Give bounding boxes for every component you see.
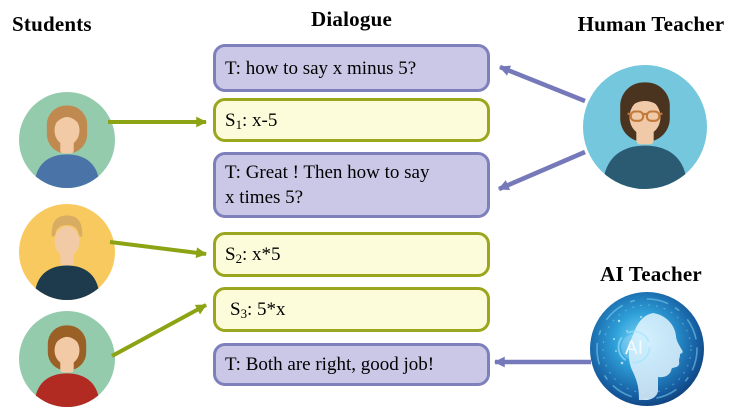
bubble-text: T: Both are right, good job! xyxy=(225,354,435,375)
hair xyxy=(51,215,83,237)
speaker-subscript: 3 xyxy=(240,306,248,322)
arrow-teacher-to-bubble3 xyxy=(498,149,586,192)
ai-teacher-header: AI Teacher xyxy=(600,262,702,286)
human-teacher-avatar-icon xyxy=(583,65,707,189)
tech-ring-inner xyxy=(602,304,692,394)
teacher-bubble-1: T: how to say x minus 5? xyxy=(213,44,490,92)
arrow-student2-to-s2 xyxy=(109,240,208,259)
bubble-text: S1: x-5 xyxy=(225,109,278,132)
face xyxy=(54,115,80,146)
students-header: Students xyxy=(12,12,92,36)
glasses xyxy=(627,110,663,122)
face xyxy=(54,226,80,257)
shirt xyxy=(34,373,100,407)
fringe xyxy=(52,107,82,127)
student-bubble-s2: S2: x*5 xyxy=(213,232,490,277)
arrow-student3-to-s3 xyxy=(111,303,207,358)
dialogue-header: Dialogue xyxy=(311,7,392,31)
shirt xyxy=(34,265,100,300)
shirt xyxy=(34,154,100,188)
human-teacher-header: Human Teacher xyxy=(577,12,725,36)
bubble-text: T: how to say x minus 5? xyxy=(225,57,417,79)
teacher-bubble-3: T: Both are right, good job! xyxy=(213,343,490,386)
speaker-subscript: 2 xyxy=(235,251,243,267)
teacher-bubble-2: T: Great ! Then how to say x times 5? xyxy=(213,152,490,218)
shirt xyxy=(602,145,688,189)
ai-label: AI xyxy=(625,338,643,359)
student-bubble-s3: S3: 5*x xyxy=(213,287,490,332)
ai-teacher-avatar-icon: AI xyxy=(590,292,704,406)
network-dots xyxy=(613,316,661,365)
fringe xyxy=(52,327,82,347)
student-1-avatar-icon xyxy=(19,92,115,188)
student-bubble-s1: S1: x-5 xyxy=(213,98,490,142)
arrow-teacher-to-bubble1 xyxy=(498,64,586,104)
bubble-text: T: Great ! Then how to say x times 5? xyxy=(225,162,430,208)
bubble-text: S2: x*5 xyxy=(225,244,281,267)
face xyxy=(629,99,661,136)
student-3-avatar-icon xyxy=(19,311,115,407)
speaker-subscript: 1 xyxy=(235,116,243,132)
ai-glow xyxy=(621,334,647,360)
ai-glow-ring xyxy=(617,330,651,364)
student-2-avatar-icon xyxy=(19,204,115,300)
fringe xyxy=(625,84,665,113)
face xyxy=(54,335,80,365)
bubble-text: S3: 5*x xyxy=(230,299,286,322)
